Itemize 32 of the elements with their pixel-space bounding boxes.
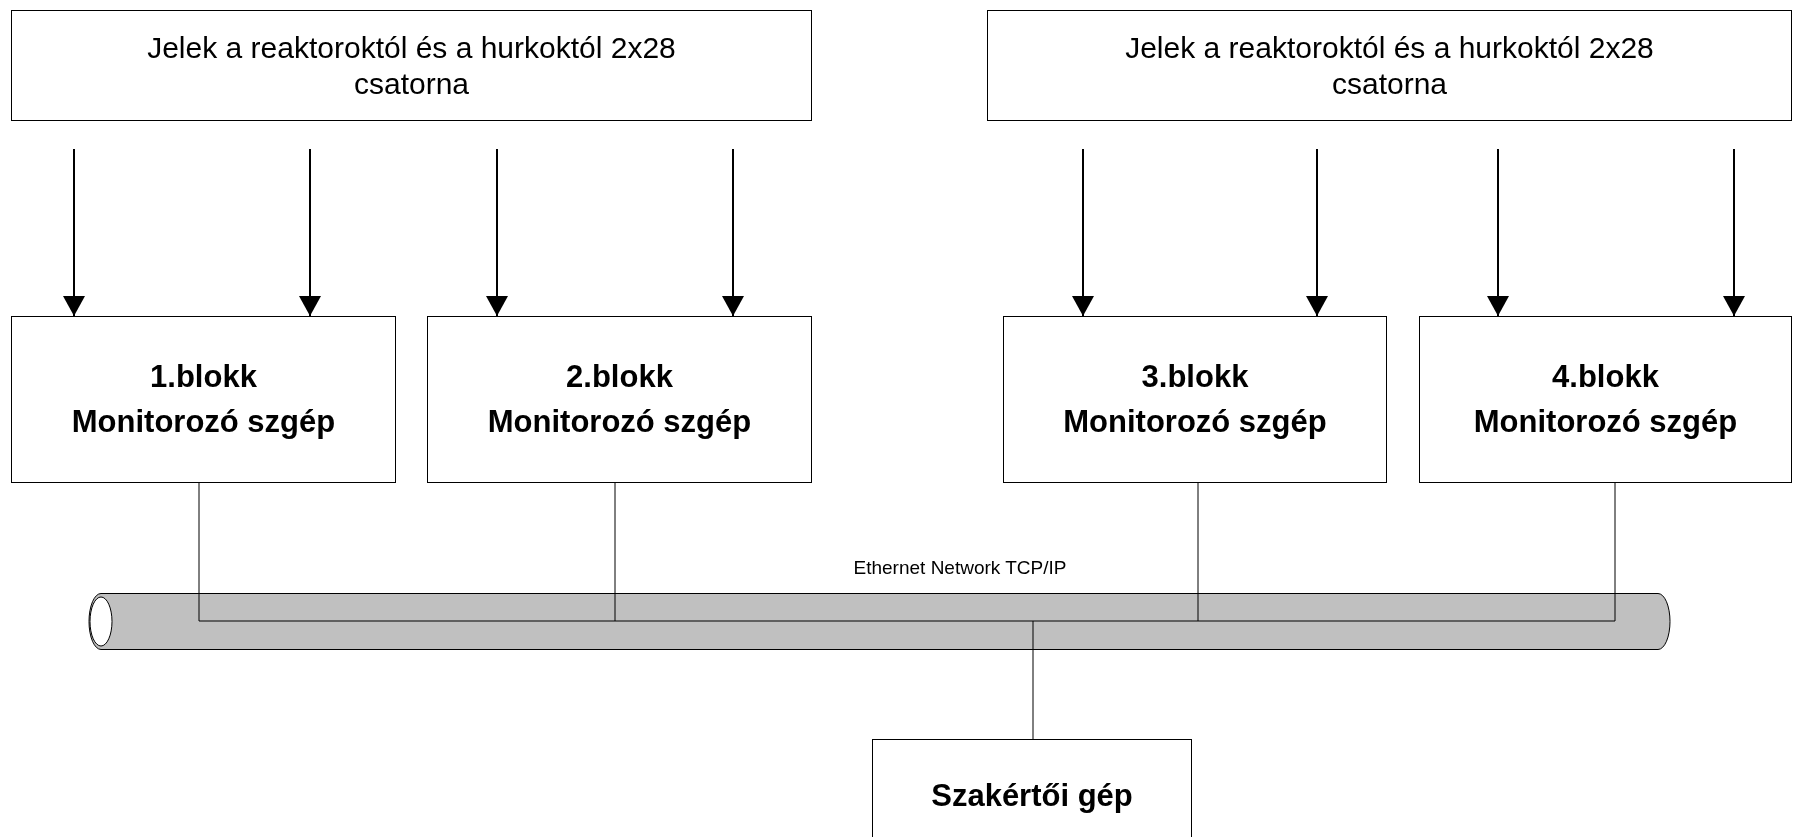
block-title: 3.blokk bbox=[1141, 357, 1249, 396]
arrow bbox=[299, 148, 321, 317]
connector-line bbox=[1197, 482, 1199, 594]
signal-source-box bbox=[987, 10, 1792, 121]
block-title: 4.blokk bbox=[1552, 357, 1659, 396]
arrow bbox=[63, 148, 85, 317]
box-label: Monitorozó szgép bbox=[1473, 402, 1738, 441]
network-label: Ethernet Network TCP/IP bbox=[853, 557, 1067, 579]
arrow bbox=[722, 148, 744, 317]
box-label: Jelek a reaktoroktól és a hurkoktól 2x28 csatorna bbox=[1124, 29, 1655, 102]
monitoring-computer-box bbox=[1003, 316, 1387, 483]
expert-computer-box bbox=[872, 739, 1192, 837]
connector-line bbox=[614, 482, 616, 594]
connector-line bbox=[198, 482, 200, 594]
box-label: Monitorozó szgép bbox=[71, 402, 336, 441]
arrow bbox=[486, 148, 508, 317]
box-label: Jelek a reaktoroktól és a hurkoktól 2x28 csatorna bbox=[146, 29, 677, 102]
connector-line bbox=[1032, 649, 1034, 740]
box-label: Monitorozó szgép bbox=[487, 402, 752, 441]
connector-line bbox=[1614, 482, 1616, 594]
monitoring-computer-box bbox=[1419, 316, 1792, 483]
monitoring-computer-box bbox=[11, 316, 396, 483]
signal-source-box bbox=[11, 10, 812, 121]
arrow bbox=[1487, 148, 1509, 317]
arrow bbox=[1072, 148, 1094, 317]
arrow bbox=[1723, 148, 1745, 317]
monitoring-computer-box bbox=[427, 316, 812, 483]
block-title: 1.blokk bbox=[150, 357, 257, 396]
block-title: 2.blokk bbox=[566, 357, 673, 396]
arrow bbox=[1306, 148, 1328, 317]
box-label: Szakértői gép bbox=[931, 778, 1133, 814]
box-label: Monitorozó szgép bbox=[1063, 402, 1327, 441]
